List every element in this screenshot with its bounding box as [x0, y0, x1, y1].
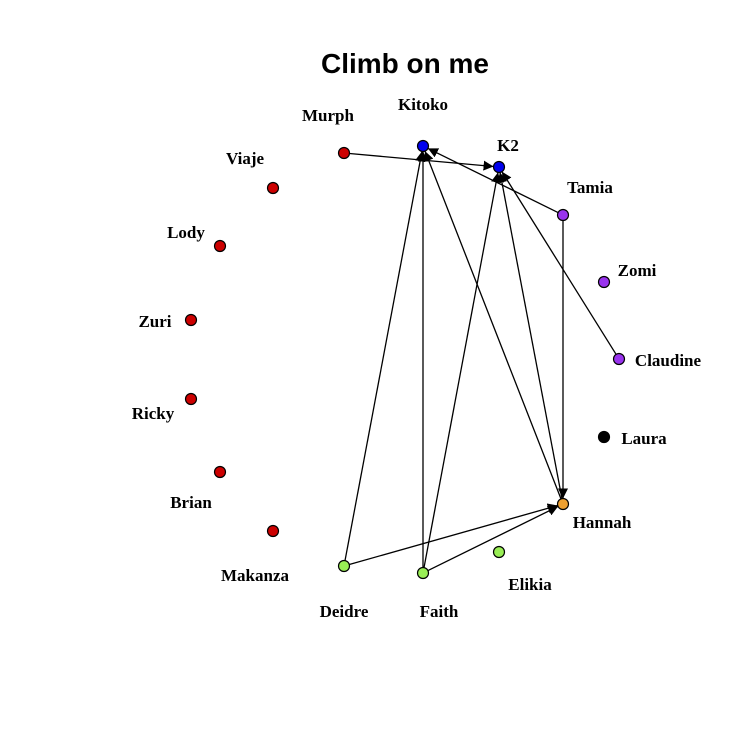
- edge-hannah-to-k2: [496, 172, 563, 499]
- node-label-makanza: Makanza: [221, 566, 290, 585]
- edge-hannah-to-kitoko: [423, 150, 562, 500]
- node-label-faith: Faith: [420, 602, 459, 621]
- node-murph: [337, 146, 351, 160]
- node-label-k2: K2: [497, 136, 519, 155]
- node-label-lody: Lody: [167, 223, 205, 242]
- edge-tamia-to-kitoko: [427, 147, 559, 214]
- node-zuri: [184, 313, 198, 327]
- node-laura: [597, 430, 611, 444]
- node-label-hannah: Hannah: [573, 513, 632, 532]
- node-label-deidre: Deidre: [320, 602, 369, 621]
- node-deidre: [337, 559, 351, 573]
- graph-title: Climb on me: [321, 48, 489, 79]
- node-label-kitoko: Kitoko: [398, 95, 448, 114]
- node-faith: [416, 566, 430, 580]
- node-label-tamia: Tamia: [567, 178, 613, 197]
- edge-deidre-to-hannah: [349, 503, 558, 566]
- node-elikia: [492, 545, 506, 559]
- node-tamia: [556, 208, 570, 222]
- edges-layer: [344, 147, 617, 572]
- edge-claudine-to-k2: [501, 171, 617, 355]
- node-brian: [213, 465, 227, 479]
- labels-layer: KitokoK2TamiaZomiClaudineLauraHannahElik…: [132, 95, 702, 621]
- node-claudine: [612, 352, 626, 366]
- node-label-elikia: Elikia: [508, 575, 552, 594]
- node-label-brian: Brian: [170, 493, 212, 512]
- node-label-zuri: Zuri: [138, 312, 171, 331]
- node-ricky: [184, 392, 198, 406]
- node-label-laura: Laura: [621, 429, 667, 448]
- node-makanza: [266, 524, 280, 538]
- edge-deidre-to-kitoko: [344, 151, 426, 561]
- node-label-claudine: Claudine: [635, 351, 702, 370]
- node-zomi: [597, 275, 611, 289]
- edge-faith-to-k2: [423, 172, 502, 568]
- node-hannah: [556, 497, 570, 511]
- node-label-viaje: Viaje: [226, 149, 265, 168]
- node-kitoko: [416, 139, 430, 153]
- node-k2: [492, 160, 506, 174]
- node-label-zomi: Zomi: [618, 261, 657, 280]
- node-label-ricky: Ricky: [132, 404, 175, 423]
- node-lody: [213, 239, 227, 253]
- node-label-murph: Murph: [302, 106, 355, 125]
- node-viaje: [266, 181, 280, 195]
- nodes-layer: [184, 139, 626, 580]
- edge-faith-to-hannah: [427, 505, 559, 572]
